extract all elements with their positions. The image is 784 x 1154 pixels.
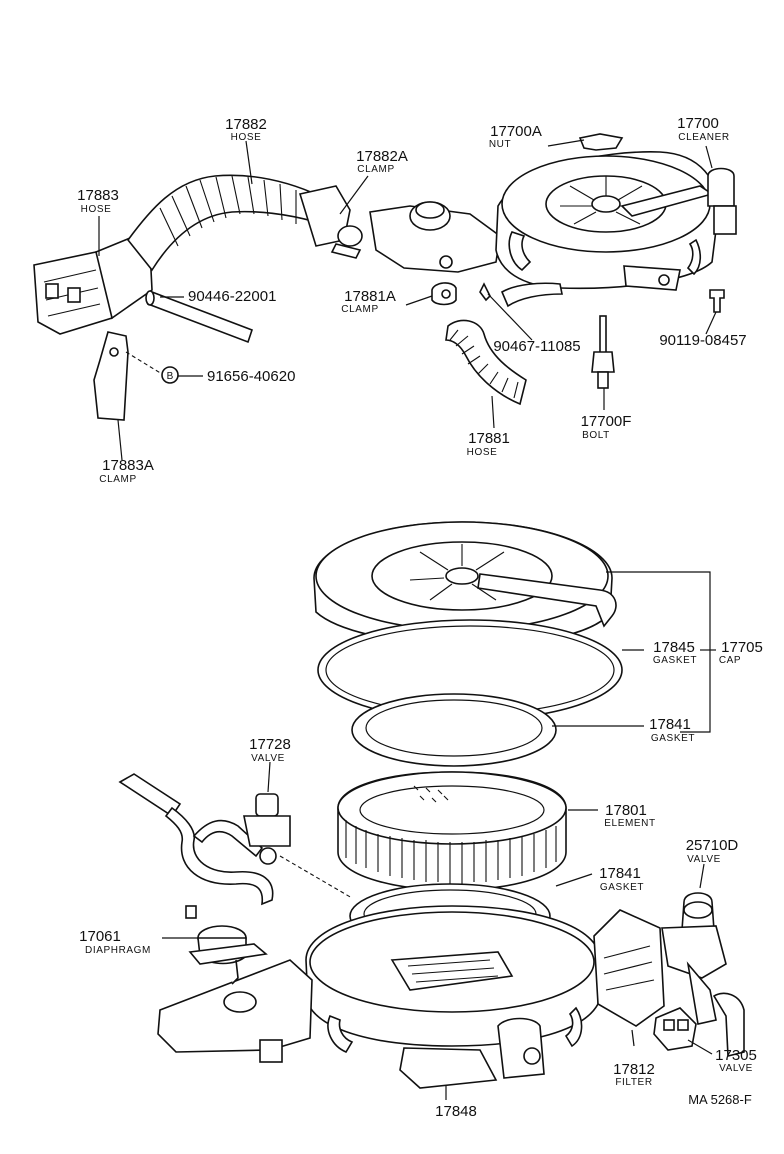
- part-name-17700f: BOLT: [582, 430, 610, 441]
- part-name-17700: CLEANER: [678, 132, 729, 143]
- part-number-17061: 17061: [79, 928, 121, 945]
- part-number-90446: 90446-22001: [188, 288, 276, 305]
- part-number-17305: 17305: [715, 1047, 757, 1064]
- part-number-17881: 17881: [468, 430, 510, 447]
- part-number-17728: 17728: [249, 736, 291, 753]
- cleaner-throat-drawing: [369, 201, 501, 273]
- diaphragm-17061-drawing: [185, 905, 268, 985]
- part-name-17305: VALVE: [719, 1063, 753, 1074]
- screw-91656-marker: B: [161, 366, 179, 384]
- pipe-90446-drawing: [145, 290, 254, 344]
- part-number-25710d: 25710D: [686, 837, 739, 854]
- part-name-17812: FILTER: [615, 1077, 652, 1088]
- hose-17881-drawing: [445, 319, 527, 406]
- part-name-17801: ELEMENT: [604, 818, 655, 829]
- leaders-upper: [98, 139, 717, 461]
- element-17801-drawing: [337, 771, 567, 891]
- part-number-17700f: 17700F: [581, 413, 632, 430]
- part-number-17848: 17848: [435, 1103, 477, 1120]
- part-name-17882a: CLAMP: [357, 164, 394, 175]
- part-name-17728: VALVE: [251, 753, 285, 764]
- nut-17700a-drawing: [578, 133, 624, 151]
- diagram-code: MA 5268-F: [688, 1092, 752, 1107]
- hose-17883-drawing: [33, 237, 153, 335]
- bolt-90119-drawing: [709, 289, 725, 313]
- clip-90467-drawing: [479, 282, 563, 308]
- gasket-17845-drawing: [317, 619, 623, 721]
- valve-25710d-drawing: [661, 892, 745, 1058]
- part-number-90467: 90467-11085: [493, 338, 580, 355]
- part-number-17883: 17883: [77, 187, 119, 204]
- part-name-17845: GASKET: [653, 655, 697, 666]
- leaders-lower: [162, 571, 716, 1100]
- part-number-17841-low: 17841: [599, 865, 641, 882]
- part-number-17700: 17700: [677, 115, 719, 132]
- part-number-17881a: 17881A: [344, 288, 396, 305]
- part-number-17882a: 17882A: [356, 148, 408, 165]
- part-name-17061: DIAPHRAGM: [85, 945, 151, 956]
- part-name-17841-top: GASKET: [651, 733, 695, 744]
- part-number-17700a: 17700A: [490, 123, 542, 140]
- hose-17882-drawing: [126, 174, 351, 272]
- part-name-17841-low: GASKET: [600, 882, 644, 893]
- part-number-91656: 91656-40620: [207, 368, 295, 385]
- clamp-17881a-drawing: [431, 282, 457, 306]
- bolt-17700f-drawing: [591, 315, 615, 389]
- part-name-17881a: CLAMP: [341, 304, 378, 315]
- gasket-17841-top-drawing: [351, 693, 557, 767]
- part-name-17883a: CLAMP: [99, 474, 136, 485]
- part-number-17812: 17812: [613, 1061, 655, 1078]
- part-number-17845: 17845: [653, 639, 695, 656]
- cleaner-17700-drawing: [495, 151, 737, 291]
- part-number-17841-top: 17841: [649, 716, 691, 733]
- part-number-90119: 90119-08457: [659, 332, 746, 349]
- clamp-17883a-drawing: [93, 331, 163, 421]
- valve-17728-drawing: [118, 773, 353, 906]
- upper-assembly: B: [33, 133, 737, 461]
- labels: 17882 HOSE 17883 HOSE 17882A CLAMP 17700…: [77, 115, 763, 1120]
- filter-17812-drawing: [593, 909, 665, 1027]
- part-number-17705: 17705: [721, 639, 763, 656]
- part-number-17882: 17882: [225, 116, 267, 133]
- part-name-17882: HOSE: [231, 132, 262, 143]
- part-number-17801: 17801: [605, 802, 647, 819]
- svg-text:B: B: [167, 371, 174, 382]
- valve-17305-drawing: [653, 1007, 697, 1051]
- lower-assembly: [118, 521, 745, 1100]
- cap-17705-drawing: [313, 521, 617, 645]
- part-name-17883: HOSE: [81, 204, 112, 215]
- cleaner-base-drawing: [157, 905, 601, 1089]
- part-name-17705: CAP: [719, 655, 741, 666]
- part-name-17881: HOSE: [467, 447, 498, 458]
- part-name-17700a: NUT: [489, 139, 511, 150]
- part-number-17883a: 17883A: [102, 457, 154, 474]
- part-name-25710d: VALVE: [687, 854, 721, 865]
- clamp-17882a-drawing: [330, 225, 363, 259]
